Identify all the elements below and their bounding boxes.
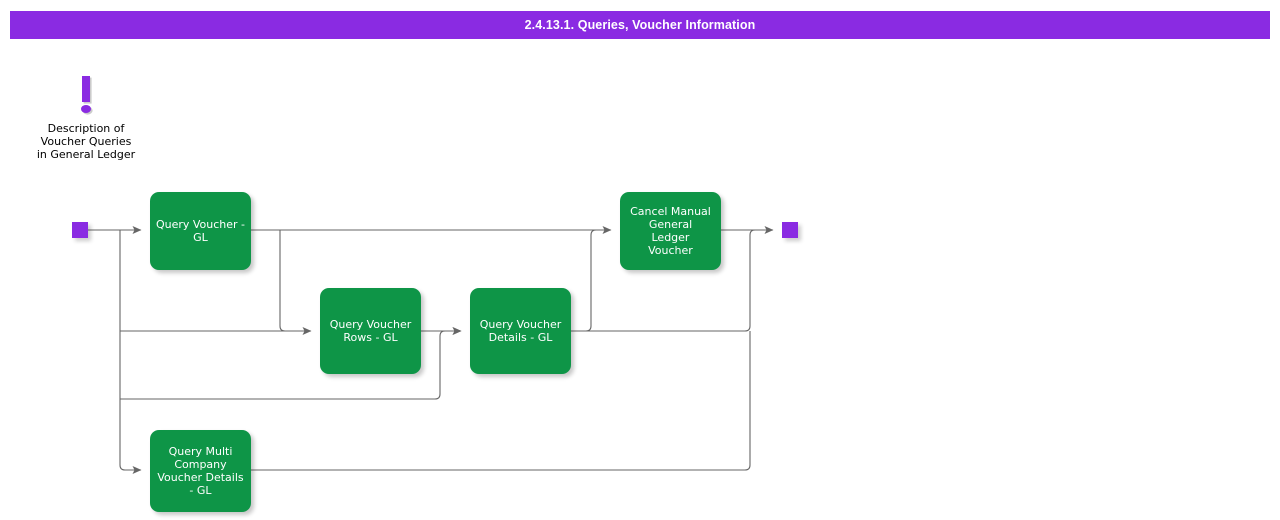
node-cancel-manual-general-ledger-voucher[interactable]: Cancel Manual General Ledger Voucher <box>620 192 721 270</box>
edge-trunk-to-query-multi-company <box>119 230 142 474</box>
node-query-voucher-details-label: Query Voucher Details - GL <box>479 318 562 344</box>
description-note: Description of Voucher Queries in Genera… <box>20 76 152 161</box>
node-query-voucher-rows[interactable]: Query Voucher Rows - GL <box>320 288 421 374</box>
edge-details-to-cancel-manual <box>571 229 611 332</box>
edge-drop-to-rows-feed <box>279 230 286 332</box>
page-title-bar: 2.4.13.1. Queries, Voucher Information <box>10 11 1270 39</box>
node-cancel-manual-general-ledger-voucher-label: Cancel Manual General Ledger Voucher <box>630 205 711 257</box>
start-terminator[interactable] <box>72 222 88 238</box>
node-query-voucher[interactable]: Query Voucher - GL <box>150 192 251 270</box>
exclamation-mark-icon <box>81 76 93 115</box>
page-title: 2.4.13.1. Queries, Voucher Information <box>524 18 756 32</box>
description-note-text: Description of Voucher Queries in Genera… <box>36 122 136 161</box>
node-query-voucher-label: Query Voucher - GL <box>155 218 246 244</box>
end-terminator[interactable] <box>782 222 798 238</box>
node-query-multi-company-voucher-details[interactable]: Query Multi Company Voucher Details - GL <box>150 430 251 512</box>
node-query-voucher-rows-label: Query Voucher Rows - GL <box>329 318 412 344</box>
node-query-voucher-details[interactable]: Query Voucher Details - GL <box>470 288 571 374</box>
node-query-multi-company-voucher-details-label: Query Multi Company Voucher Details - GL <box>157 445 244 497</box>
